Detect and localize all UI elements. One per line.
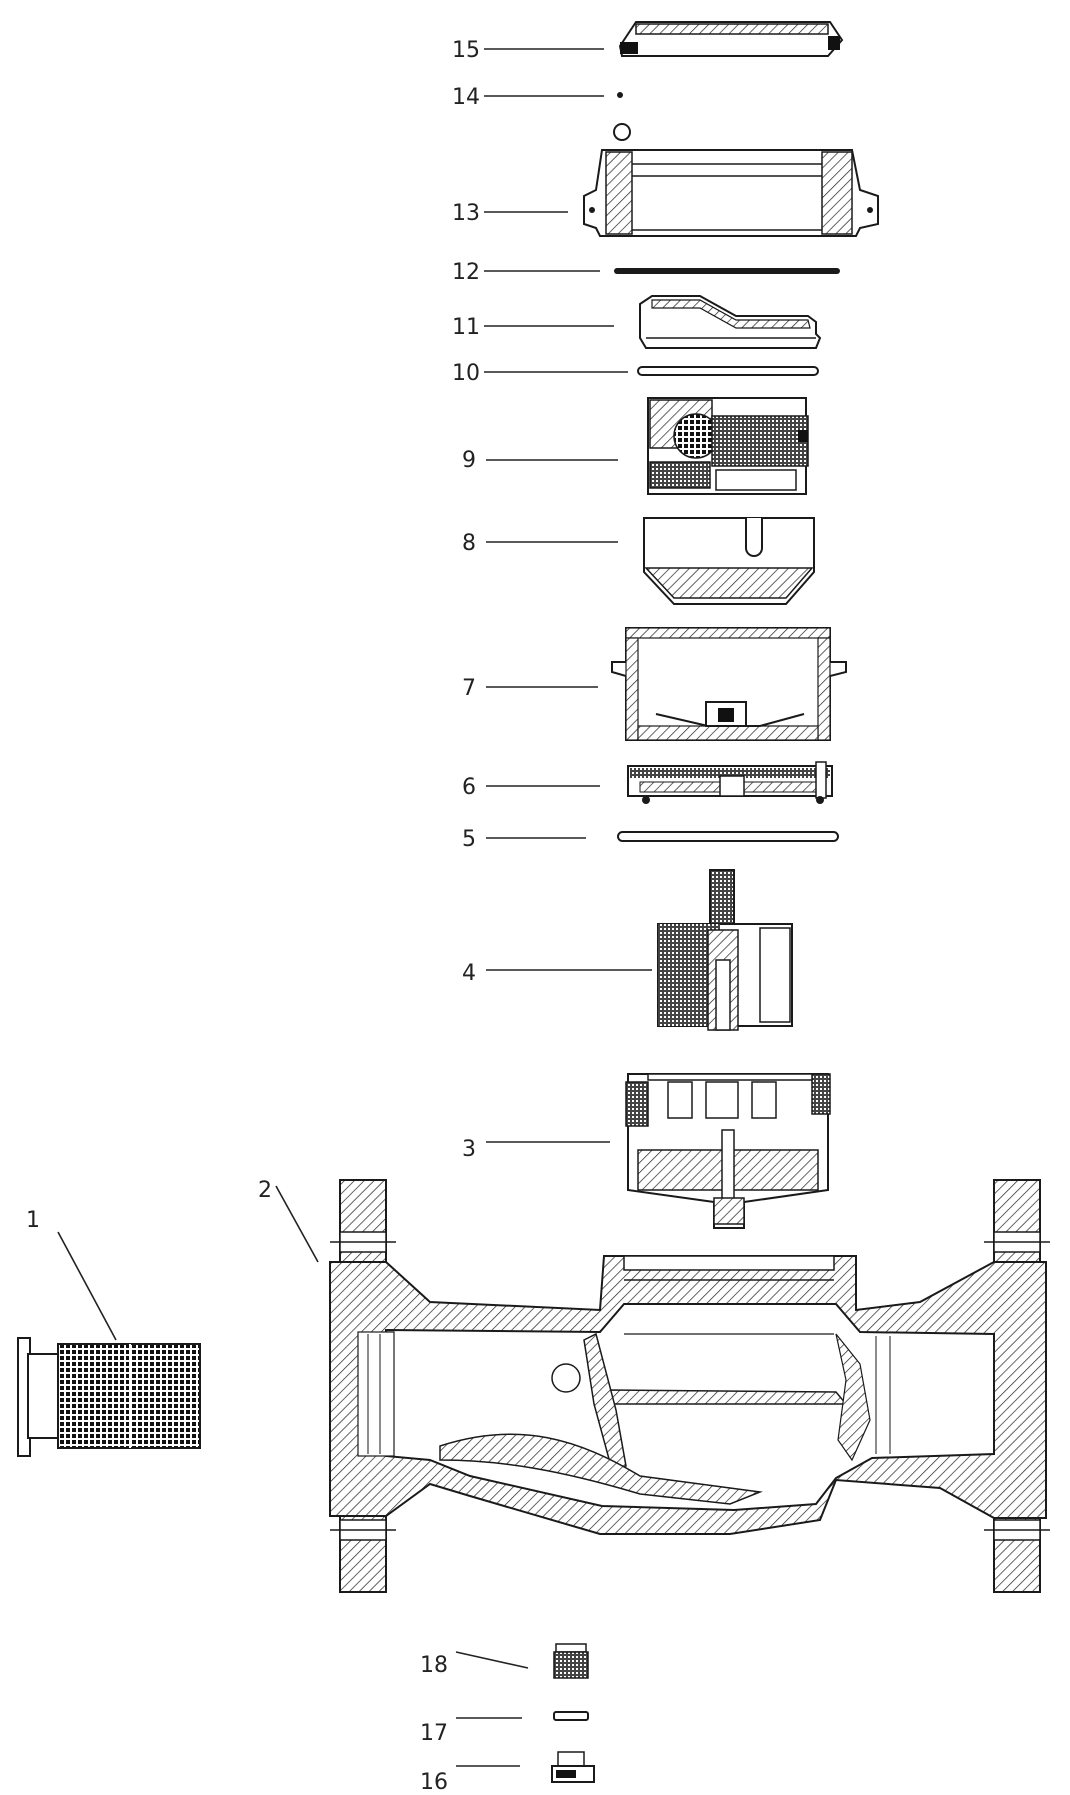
callout-12: 12: [452, 260, 480, 285]
callout-1: 1: [26, 1208, 40, 1233]
callout-14: 14: [452, 85, 480, 110]
part-11-window: [639, 295, 822, 349]
part-4-turbine: [657, 869, 793, 1031]
callout-2: 2: [258, 1178, 272, 1203]
callout-6: 6: [462, 775, 476, 800]
callout-labels: 15 14 13 12 11 10 9 8 7 6 5 4 3 2 1 18 1…: [26, 38, 480, 1795]
callout-3: 3: [462, 1137, 476, 1162]
part-6-plate: [627, 761, 833, 804]
part-12-gasket: [614, 268, 840, 274]
part-14-pin: [617, 92, 623, 98]
callout-4: 4: [462, 961, 476, 986]
part-15-lid: [618, 21, 844, 57]
callout-15: 15: [452, 38, 480, 63]
part-2-meter-body: [329, 1179, 1050, 1593]
callout-8: 8: [462, 531, 476, 556]
part-7-cup: [611, 627, 847, 741]
part-16-drain-plug: [551, 1751, 595, 1783]
callout-13: 13: [452, 201, 480, 226]
part-13-housing: [583, 123, 879, 237]
part-5-o-ring: [617, 831, 839, 842]
part-8-dial-cup: [643, 517, 815, 605]
callout-9: 9: [462, 448, 476, 473]
part-9-register: [647, 397, 809, 495]
part-3-insert: [625, 1073, 831, 1229]
callout-17: 17: [420, 1721, 448, 1746]
part-18-knurled-plug: [553, 1643, 589, 1679]
callout-10: 10: [452, 361, 480, 386]
callout-5: 5: [462, 827, 476, 852]
callout-16: 16: [420, 1770, 448, 1795]
part-17-washer: [553, 1711, 589, 1721]
callout-7: 7: [462, 676, 476, 701]
part-10-o-ring: [637, 366, 819, 376]
leader-lines: [57, 48, 652, 1767]
callout-18: 18: [420, 1653, 448, 1678]
part-1-strainer: [17, 1337, 201, 1457]
callout-11: 11: [452, 315, 480, 340]
